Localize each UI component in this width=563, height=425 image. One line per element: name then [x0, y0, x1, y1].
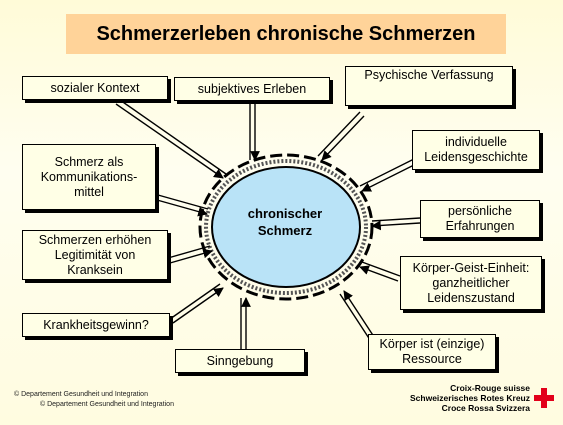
arrow-koerper-geist [359, 261, 401, 282]
logo-line-1: Croix-Rouge suisse [450, 383, 530, 393]
box-subjektives-erleben: subjektives Erleben [174, 77, 330, 101]
arrow-sozialer-kontext [115, 99, 227, 179]
footer-copyright-1: © Departement Gesundheit und Integration [14, 391, 148, 398]
logo-line-3: Croce Rossa Svizzera [441, 403, 530, 413]
box-psychische-verfassung: Psychische Verfassung [345, 66, 513, 106]
footer-copyright-2: © Departement Gesundheit und Integration [40, 401, 174, 408]
box-legitimitaet: Schmerzen erhöhen Legitimität von Kranks… [22, 230, 168, 280]
arrow-psychische-verfassung [317, 111, 365, 161]
box-kommunikation: Schmerz als Kommunikations-mittel [22, 144, 156, 210]
box-sinngebung: Sinngebung [175, 349, 305, 373]
arrow-krankheitsgewinn [169, 283, 224, 324]
red-cross-icon [534, 388, 554, 408]
box-leidensgeschichte: individuelle Leidensgeschichte [412, 130, 540, 170]
arrow-subjektives-erleben [249, 98, 260, 161]
center-label: chronischer Schmerz [225, 205, 345, 239]
box-sozialer-kontext: sozialer Kontext [22, 76, 168, 100]
box-ressource: Körper ist (einzige) Ressource [368, 334, 496, 370]
center-label-line2: Schmerz [257, 223, 313, 238]
arrow-sinngebung [240, 297, 251, 349]
slide-title: Schmerzerleben chronische Schmerzen [66, 14, 506, 54]
box-erfahrungen: persönliche Erfahrungen [420, 200, 540, 238]
red-cross-logo-text: Croix-Rouge suisse Schweizerisches Rotes… [400, 383, 530, 413]
box-krankheitsgewinn: Krankheitsgewinn? [22, 313, 170, 337]
box-koerper-geist: Körper-Geist-Einheit: ganzheitlicher Lei… [400, 256, 542, 310]
arrow-legitimitaet [167, 245, 213, 264]
arrows [115, 98, 421, 350]
arrow-erfahrungen [371, 217, 421, 231]
arrow-kommunikation [156, 194, 209, 217]
logo-line-2: Schweizerisches Rotes Kreuz [410, 393, 530, 403]
center-label-line1: chronischer [247, 206, 323, 221]
arrow-leidensgeschichte [359, 157, 419, 192]
